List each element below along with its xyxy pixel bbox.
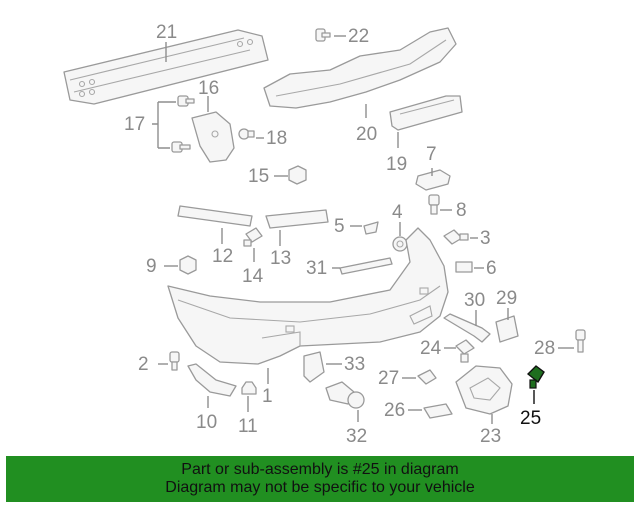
callout-4[interactable]: 4 — [392, 202, 403, 223]
callout-13[interactable]: 13 — [270, 248, 291, 269]
callout-26[interactable]: 26 — [384, 400, 405, 421]
callout-2[interactable]: 2 — [138, 354, 149, 375]
part-7-clip[interactable] — [415, 169, 451, 191]
banner-line-2: Diagram may not be specific to your vehi… — [165, 479, 475, 496]
part-21-reinforcement-beam[interactable] — [63, 29, 269, 105]
callout-25[interactable]: 25 — [520, 408, 541, 429]
callout-numbers: 21 22 16 17 18 20 19 7 15 8 5 4 3 12 13 … — [124, 22, 555, 447]
callout-27[interactable]: 27 — [378, 368, 399, 389]
part-3-bolt[interactable] — [443, 229, 469, 245]
part-24-bolt[interactable] — [455, 339, 475, 363]
part-29-bracket[interactable] — [495, 315, 519, 343]
callout-10[interactable]: 10 — [196, 412, 217, 433]
callout-28[interactable]: 28 — [534, 338, 555, 359]
callout-24[interactable]: 24 — [420, 338, 442, 359]
callout-22[interactable]: 22 — [348, 26, 369, 47]
callout-3[interactable]: 3 — [480, 228, 491, 249]
part-5-clip[interactable] — [363, 221, 379, 235]
info-banner: Part or sub-assembly is #25 in diagram D… — [6, 456, 634, 502]
part-1-bumper-cover[interactable] — [167, 227, 449, 365]
callout-17[interactable]: 17 — [124, 114, 145, 135]
callout-6[interactable]: 6 — [486, 258, 497, 279]
callout-1[interactable]: 1 — [262, 386, 273, 407]
part-32-sensor[interactable] — [325, 381, 365, 409]
part-27-clip[interactable] — [417, 369, 437, 385]
part-14-bolt[interactable] — [243, 227, 263, 247]
part-31-strip[interactable] — [339, 257, 393, 275]
part-28-bolt[interactable] — [575, 329, 586, 353]
part-8-bolt[interactable] — [428, 194, 440, 215]
callout-8[interactable]: 8 — [456, 200, 467, 221]
part-19-bracket[interactable] — [389, 95, 463, 131]
callout-32[interactable]: 32 — [346, 426, 367, 447]
callout-18[interactable]: 18 — [266, 128, 287, 149]
callout-29[interactable]: 29 — [496, 288, 517, 309]
callout-5[interactable]: 5 — [334, 216, 345, 237]
part-30-bracket-bar[interactable] — [443, 313, 491, 343]
callout-12[interactable]: 12 — [212, 246, 233, 267]
part-6-plug[interactable] — [455, 261, 473, 273]
part-26-strip[interactable] — [423, 403, 453, 419]
callout-21[interactable]: 21 — [156, 22, 177, 43]
part-4-grommet[interactable] — [392, 236, 408, 252]
callout-16[interactable]: 16 — [198, 78, 219, 99]
part-22-bolt[interactable] — [315, 28, 331, 42]
part-11-clip[interactable] — [241, 381, 257, 395]
callout-23[interactable]: 23 — [480, 426, 501, 447]
part-9-nut[interactable] — [179, 255, 197, 275]
part-25-clip-highlighted[interactable] — [526, 365, 545, 389]
callout-11[interactable]: 11 — [238, 416, 258, 437]
callout-31[interactable]: 31 — [306, 258, 327, 279]
callout-20[interactable]: 20 — [356, 124, 377, 145]
part-16-bracket-plate[interactable] — [191, 111, 235, 163]
part-17-bolts[interactable] — [171, 95, 195, 153]
callout-7[interactable]: 7 — [426, 144, 437, 165]
callout-15[interactable]: 15 — [248, 166, 269, 187]
callout-30[interactable]: 30 — [464, 290, 485, 311]
part-12-reflector[interactable] — [177, 205, 253, 227]
part-23-housing[interactable] — [455, 365, 513, 415]
part-18-clip[interactable] — [238, 128, 255, 140]
part-33-bracket[interactable] — [303, 351, 325, 383]
leader-lines — [152, 35, 574, 424]
callout-19[interactable]: 19 — [386, 154, 407, 175]
part-2-bolt[interactable] — [169, 351, 180, 371]
callout-9[interactable]: 9 — [146, 256, 157, 277]
part-15-nut[interactable] — [288, 165, 307, 185]
callout-14[interactable]: 14 — [242, 266, 264, 287]
parts-diagram: 21 22 16 17 18 20 19 7 15 8 5 4 3 12 13 … — [63, 22, 586, 447]
callout-33[interactable]: 33 — [344, 354, 365, 375]
part-20-energy-absorber[interactable] — [263, 27, 457, 109]
part-10-bracket[interactable] — [187, 363, 237, 397]
part-13-reflector[interactable] — [265, 209, 329, 229]
banner-line-1: Part or sub-assembly is #25 in diagram — [181, 461, 459, 478]
